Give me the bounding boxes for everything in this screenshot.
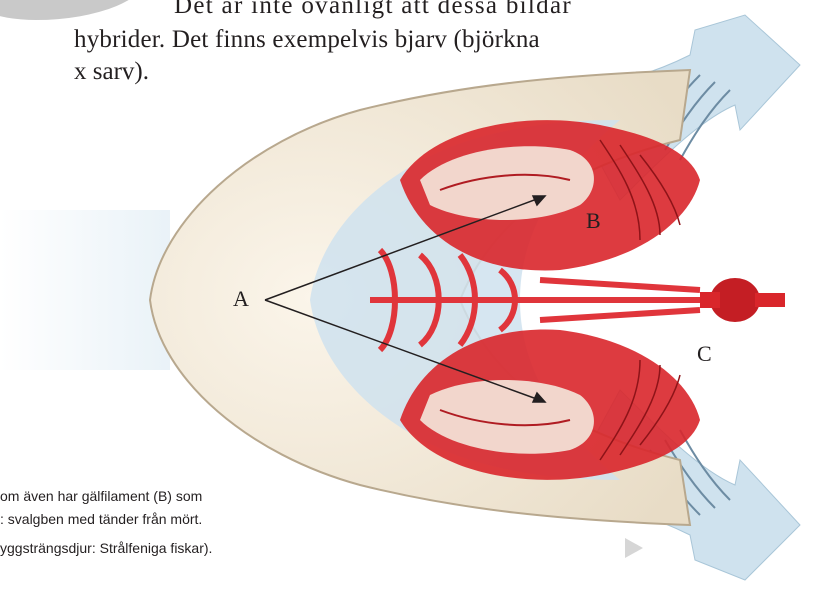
- caption-line-3: yggsträngsdjur: Strålfeniga fiskar).: [0, 540, 212, 556]
- next-page-arrow-icon[interactable]: [625, 538, 643, 558]
- caption-line-2: : svalgben med tänder från mört.: [0, 511, 202, 527]
- label-b: B: [586, 208, 601, 234]
- heart-bulbus: [700, 278, 785, 322]
- water-haze: [0, 210, 170, 370]
- caption-line-1: om även har gälfilament (B) som: [0, 488, 202, 504]
- label-a: A: [233, 286, 249, 312]
- label-c: C: [697, 341, 712, 367]
